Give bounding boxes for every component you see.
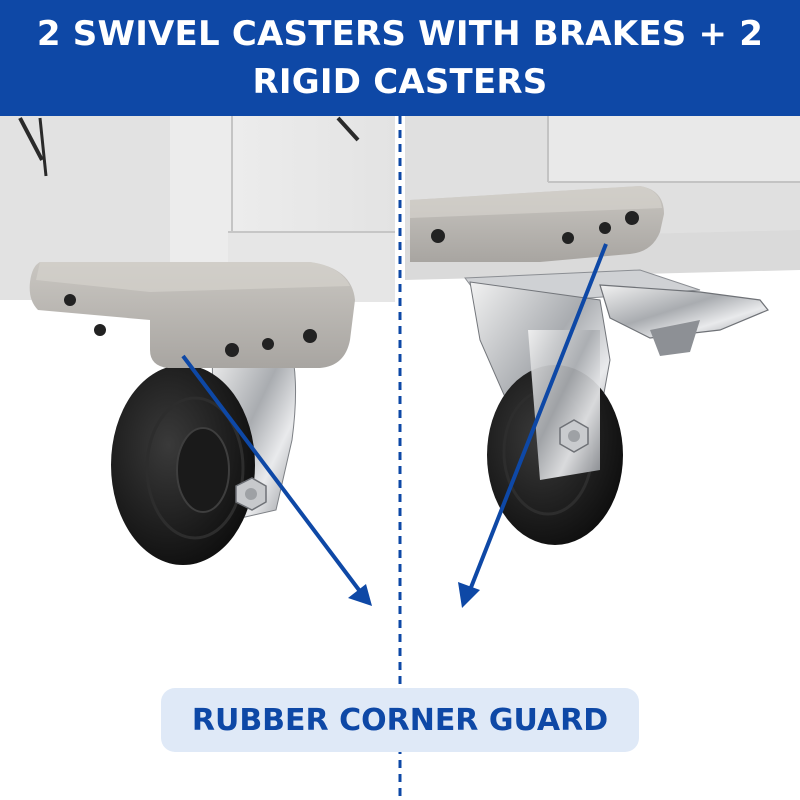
feature-label: RUBBER CORNER GUARD	[161, 688, 639, 752]
swivel-caster-with-brake-photo	[405, 110, 800, 545]
page-title: 2 SWIVEL CASTERS WITH BRAKES + 2 RIGID C…	[0, 0, 800, 116]
rigid-caster-photo	[0, 110, 395, 565]
arrow-icon	[181, 354, 372, 606]
arrow-icon	[458, 243, 608, 608]
